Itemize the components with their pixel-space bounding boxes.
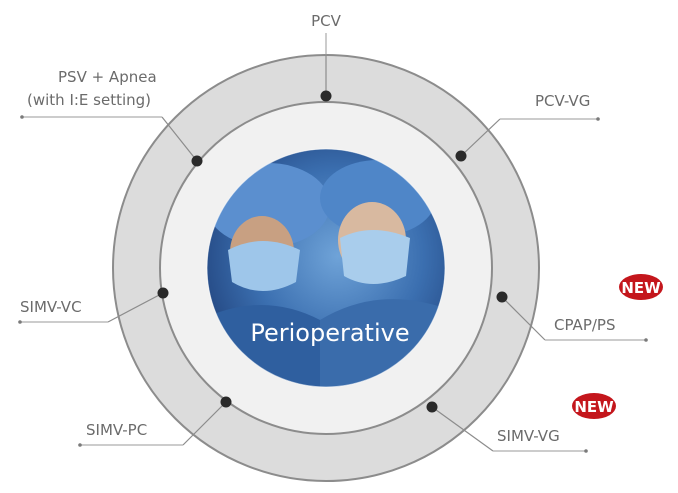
new-badge-simv-vg: NEW: [572, 393, 616, 419]
mode-label-simv-pc: SIMV-PC: [86, 421, 147, 439]
dot-simv-vg: [426, 401, 438, 413]
label-end-dots: [18, 115, 648, 453]
mode-label-psv-apnea-line2: (with I:E setting): [27, 91, 151, 109]
mode-dots: [157, 90, 508, 413]
mode-label-simv-vc: SIMV-VC: [20, 298, 82, 316]
mode-label-simv-vg: SIMV-VG: [497, 427, 560, 445]
dot-pcv: [320, 90, 332, 102]
dot-cpap-ps: [496, 291, 508, 303]
new-badge-cpap-ps: NEW: [619, 274, 663, 300]
dot-simv-pc: [220, 396, 232, 408]
label-leader-lines: [20, 33, 646, 452]
mode-label-psv-apnea-line1: PSV + Apnea: [58, 68, 157, 86]
svg-text:NEW: NEW: [621, 279, 661, 297]
mode-label-pcv-vg: PCV-VG: [535, 92, 590, 110]
svg-text:NEW: NEW: [574, 398, 614, 416]
mode-label-cpap-ps: CPAP/PS: [554, 316, 616, 334]
perioperative-photo: [207, 149, 445, 387]
mode-label-pcv: PCV: [311, 12, 342, 30]
dot-pcv-vg: [455, 150, 467, 162]
center-label: Perioperative: [250, 319, 409, 347]
segment-dividers: [107, 55, 546, 452]
dot-simv-vc: [157, 287, 169, 299]
dot-psv-apnea: [191, 155, 203, 167]
